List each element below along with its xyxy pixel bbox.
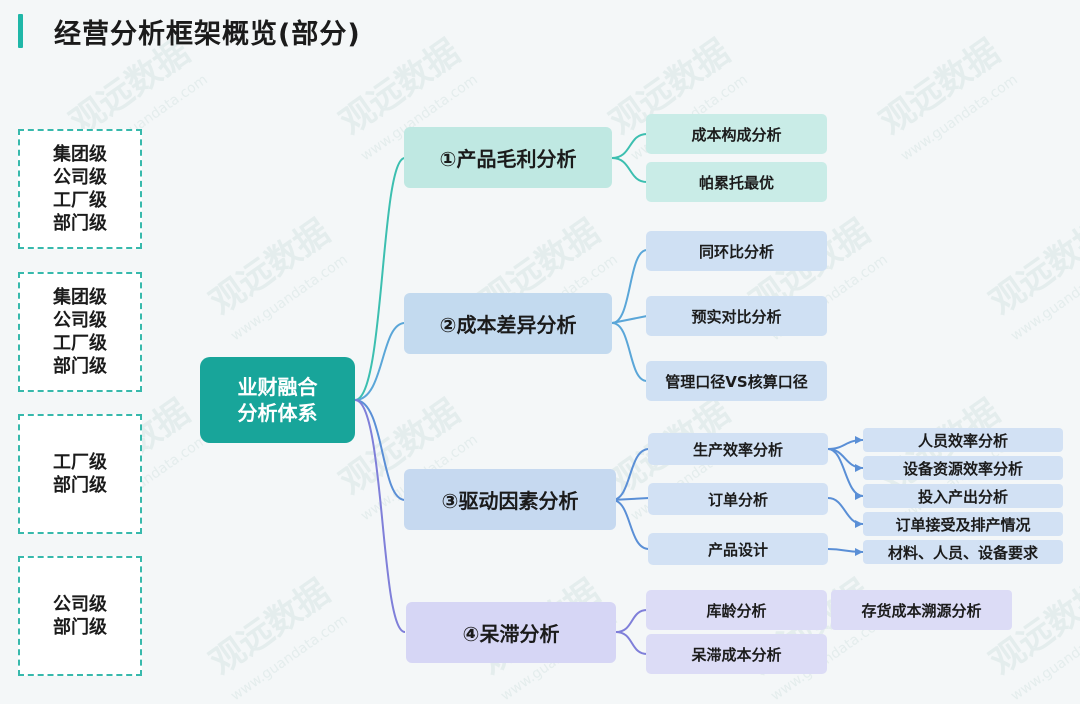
subnode-yoy-mom[interactable]: 同环比分析 — [646, 231, 827, 271]
level-label: 公司级 — [53, 594, 107, 615]
leaf-order-scheduling[interactable]: 订单接受及排产情况 — [863, 512, 1063, 536]
level-label: 部门级 — [53, 213, 107, 234]
leaf-staff-efficiency[interactable]: 人员效率分析 — [863, 428, 1063, 452]
center-node-line2: 分析体系 — [237, 401, 318, 425]
level-box-1: 集团级 公司级 工厂级 部门级 — [18, 129, 142, 249]
level-label: 集团级 — [53, 287, 107, 308]
leaf-material-requirements[interactable]: 材料、人员、设备要求 — [863, 540, 1063, 564]
level-label: 工厂级 — [53, 190, 107, 211]
center-node[interactable]: 业财融合 分析体系 — [200, 357, 355, 443]
level-label: 公司级 — [53, 310, 107, 331]
page-title: 经营分析框架概览(部分) — [54, 19, 361, 50]
branch-node-sluggish[interactable]: ④呆滞分析 — [406, 602, 616, 663]
title-accent-bar — [18, 14, 23, 48]
branch-node-gross-margin[interactable]: ①产品毛利分析 — [404, 127, 612, 188]
subnode-management-vs-accounting[interactable]: 管理口径VS核算口径 — [646, 361, 827, 401]
level-box-2: 集团级 公司级 工厂级 部门级 — [18, 272, 142, 392]
level-label: 公司级 — [53, 167, 107, 188]
leaf-equipment-efficiency[interactable]: 设备资源效率分析 — [863, 456, 1063, 480]
level-box-3: 工厂级 部门级 — [18, 414, 142, 534]
subnode-cost-composition[interactable]: 成本构成分析 — [646, 114, 827, 154]
subnode-product-design[interactable]: 产品设计 — [648, 533, 828, 565]
branch-node-driver-factors[interactable]: ③驱动因素分析 — [404, 469, 616, 530]
subnode-inventory-age[interactable]: 库龄分析 — [646, 590, 827, 630]
leaf-inventory-cost-trace[interactable]: 存货成本溯源分析 — [831, 590, 1012, 630]
level-label: 部门级 — [53, 356, 107, 377]
subnode-pareto[interactable]: 帕累托最优 — [646, 162, 827, 202]
subnode-sluggish-cost[interactable]: 呆滞成本分析 — [646, 634, 827, 674]
subnode-production-efficiency[interactable]: 生产效率分析 — [648, 433, 828, 465]
branch-node-cost-variance[interactable]: ②成本差异分析 — [404, 293, 612, 354]
center-node-line1: 业财融合 — [237, 375, 318, 399]
subnode-budget-actual[interactable]: 预实对比分析 — [646, 296, 827, 336]
level-label: 部门级 — [53, 475, 107, 496]
level-label: 集团级 — [53, 144, 107, 165]
level-label: 工厂级 — [53, 452, 107, 473]
level-label: 部门级 — [53, 617, 107, 638]
subnode-order-analysis[interactable]: 订单分析 — [648, 483, 828, 515]
leaf-input-output[interactable]: 投入产出分析 — [863, 484, 1063, 508]
level-label: 工厂级 — [53, 333, 107, 354]
level-box-4: 公司级 部门级 — [18, 556, 142, 676]
